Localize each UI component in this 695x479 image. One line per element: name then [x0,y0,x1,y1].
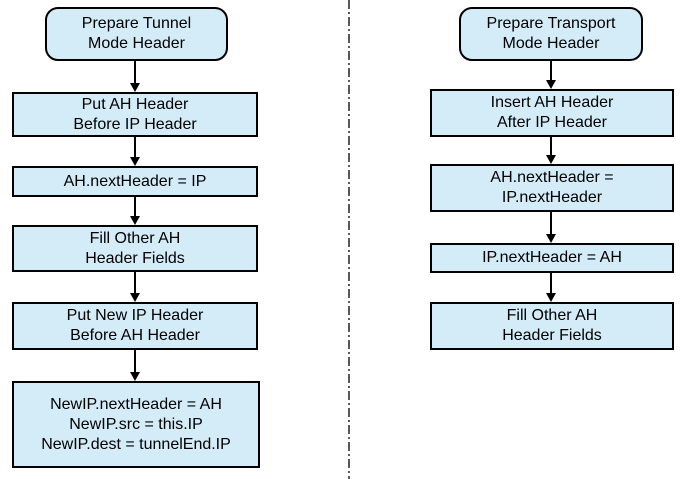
arrow-head-icon [130,216,140,225]
node-line: Before IP Header [73,115,197,133]
arrow-line [550,273,552,295]
node-put-ah-before-ip: Put AH Header Before IP Header [12,92,258,137]
node-ah-nextheader-ip: AH.nextHeader = IP [12,166,258,197]
flow-arrow [546,137,556,164]
node-line: AH.nextHeader = IP [63,172,207,190]
node-line: Put AH Header [81,95,189,113]
arrow-line [550,61,552,82]
flow-arrow [546,61,556,89]
node-line: Before AH Header [70,327,200,344]
node-line: Fill Other AH [506,307,598,324]
node-newip-field-assignments: NewIP.nextHeader = AH NewIP.src = this.I… [12,381,260,468]
flow-arrow [130,350,140,381]
node-line: Put New IP Header [66,307,204,324]
node-fill-other-ah-fields: Fill Other AH Header Fields [12,225,258,272]
arrow-line [134,197,136,218]
node-line: Mode Header [502,35,600,52]
arrow-head-icon [546,293,556,302]
arrow-line [134,350,136,374]
arrow-head-icon [130,293,140,302]
node-line: Prepare Tunnel [81,15,192,32]
node-line: Mode Header [88,35,185,52]
node-line: NewIP.dest = tunnelEnd.IP [41,435,231,453]
arrow-head-icon [130,372,140,381]
arrow-line [550,137,552,157]
arrow-line [134,61,136,85]
arrow-head-icon [546,80,556,89]
divider-line [348,0,350,479]
flow-arrow [130,137,140,166]
node-line: Header Fields [502,327,602,344]
arrow-head-icon [546,234,556,243]
node-line: Header Fields [85,249,185,267]
node-line: Insert AH Header [490,94,614,111]
arrow-head-icon [546,155,556,164]
node-fill-other-ah-fields: Fill Other AH Header Fields [430,302,674,350]
flow-arrow [130,61,140,92]
flow-arrow [546,212,556,243]
flow-arrow [130,197,140,225]
node-line: NewIP.src = this.IP [69,415,203,433]
arrow-line [550,212,552,236]
arrow-head-icon [130,83,140,92]
node-line: NewIP.nextHeader = AH [50,395,222,413]
arrow-line [134,272,136,295]
arrow-line [134,137,136,159]
node-line: IP.nextHeader [501,189,603,206]
node-prepare-tunnel-mode-header: Prepare Tunnel Mode Header [45,7,228,61]
flow-arrow [130,272,140,302]
node-line: After IP Header [497,114,607,131]
node-line: IP.nextHeader = AH [482,249,622,266]
node-line: Prepare Transport [486,15,616,32]
node-line: Fill Other AH [89,229,181,247]
node-prepare-transport-mode-header: Prepare Transport Mode Header [459,7,643,61]
node-put-new-ip-before-ah: Put New IP Header Before AH Header [12,302,258,350]
node-line: AH.nextHeader = [490,169,614,186]
node-ip-nextheader-ah: IP.nextHeader = AH [430,243,674,273]
node-insert-ah-after-ip: Insert AH Header After IP Header [430,89,674,137]
arrow-head-icon [130,157,140,166]
flow-arrow [546,273,556,302]
node-ah-nextheader-ip-nextheader: AH.nextHeader = IP.nextHeader [430,164,674,212]
